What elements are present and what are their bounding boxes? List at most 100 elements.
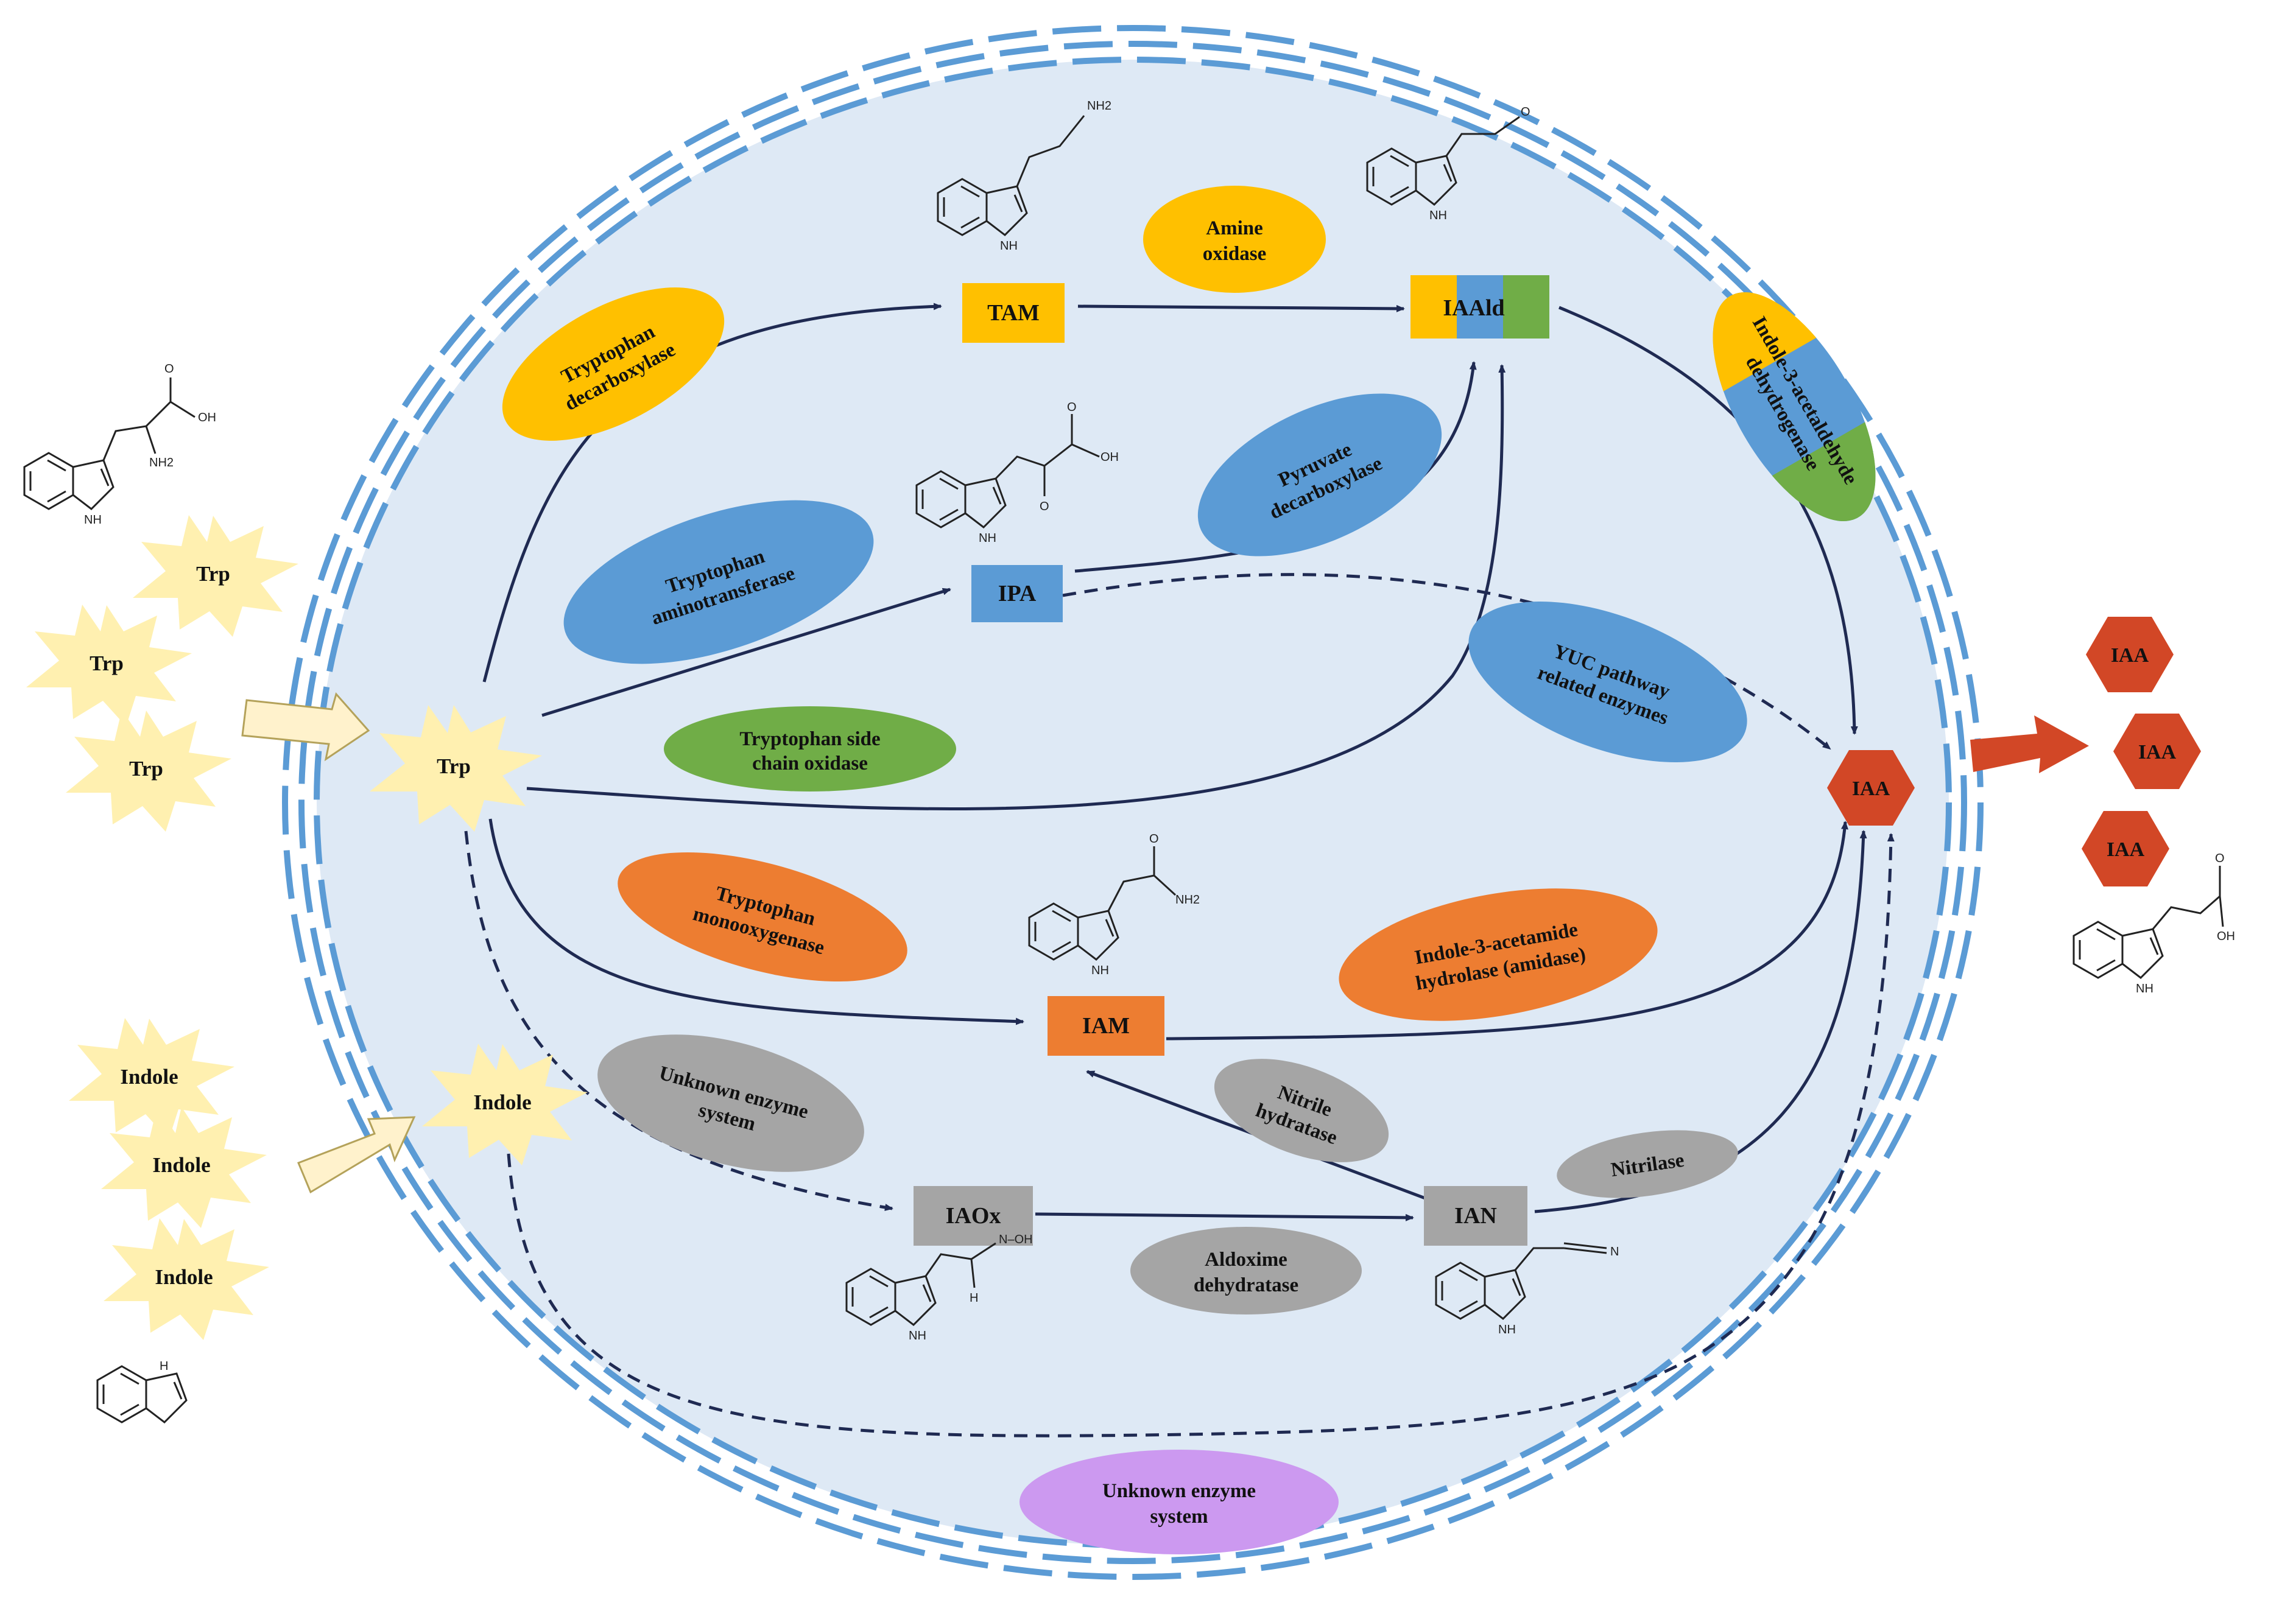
svg-text:Trp: Trp	[196, 562, 230, 586]
arrow-tam-to-iaald	[1077, 304, 1405, 312]
svg-text:OH: OH	[198, 411, 216, 424]
iaa-exported-3: IAA	[2082, 811, 2169, 886]
indole-node: Indole	[422, 1044, 588, 1165]
svg-text:IAN: IAN	[1454, 1203, 1497, 1229]
svg-text:Indole: Indole	[120, 1065, 178, 1089]
svg-text:NH: NH	[1429, 209, 1447, 222]
structure-indole-3-pyruvate: O O OH NH	[915, 401, 1119, 545]
trp-burst-3: Trp	[66, 710, 231, 832]
enzyme-pyruvate-decarboxylase: Pyruvatedecarboxylase	[1197, 393, 1442, 556]
trp-burst-1: Trp	[133, 515, 298, 637]
svg-text:Trp: Trp	[437, 754, 471, 778]
indole-burst-2: Indole	[101, 1106, 267, 1228]
iaox-node: IAOx	[914, 1186, 1033, 1246]
svg-text:Indole: Indole	[152, 1153, 210, 1177]
structure-tryptophan: O OH NH2 NH	[23, 362, 216, 527]
iam-node: IAM	[1048, 996, 1164, 1056]
svg-text:IAA: IAA	[2107, 838, 2145, 861]
structure-indole-3-acetamide: O NH2 NH	[1028, 832, 1200, 977]
structure-indole-3-acetaldehyde: O NH	[1366, 105, 1530, 222]
arrow-trp-to-ipa	[541, 588, 951, 717]
ian-node: IAN	[1424, 1186, 1527, 1246]
enzyme-tryptophan-aminotransferase: Tryptophanaminotransferase	[563, 500, 874, 664]
svg-text:O: O	[1149, 832, 1159, 846]
arrow-ian-to-iaa	[1534, 830, 1867, 1213]
svg-text:NH: NH	[2136, 982, 2153, 995]
indole-burst-1: Indole	[69, 1018, 234, 1140]
trp-node: Trp	[370, 705, 542, 832]
svg-text:IAA: IAA	[2111, 644, 2149, 667]
structure-tryptamine: NH2 NH	[937, 99, 1111, 253]
arrow-indole-to-iaa	[507, 833, 1895, 1437]
enzyme-iam-hydrolase: Indole-3-acetamidehydrolase (amidase)	[1339, 888, 1658, 1021]
tam-node: TAM	[962, 283, 1065, 343]
arrow-ipa-to-iaa-yuc	[1062, 573, 1831, 750]
enzyme-nitrilase: Nitrilase	[1557, 1130, 1738, 1198]
trp-burst-2: Trp	[26, 605, 192, 726]
enzyme-nitrile-hydratase: Nitrilehydratase	[1214, 1059, 1389, 1162]
svg-text:Unknown enzymesystem: Unknown enzymesystem	[1102, 1480, 1256, 1528]
arrow-trp-to-iaald-side-chain	[526, 364, 1506, 810]
structure-indole-3-acetonitrile: N NH	[1435, 1242, 1619, 1336]
indole-substrate-outside: Indole Indole Indole	[69, 1018, 269, 1340]
arrow-trp-to-iaox	[464, 830, 893, 1211]
enzyme-tryptophan-monooxygenase: Tryptophanmonooxygenase	[618, 852, 907, 982]
svg-text:IAOx: IAOx	[946, 1203, 1001, 1229]
iaa-node: IAA	[1827, 750, 1915, 826]
trp-substrate-outside: Trp Trp Trp	[26, 515, 298, 832]
ipa-node: IPA	[971, 565, 1063, 622]
svg-text:H: H	[160, 1360, 168, 1373]
svg-text:Trp: Trp	[90, 651, 124, 675]
indole-burst-3: Indole	[104, 1218, 269, 1340]
svg-text:NH: NH	[1091, 964, 1109, 977]
svg-text:H: H	[970, 1291, 978, 1305]
svg-text:IAAld: IAAld	[1443, 295, 1504, 321]
svg-text:NH: NH	[979, 532, 996, 545]
trp-uptake-arrow	[241, 692, 370, 762]
structure-indole-3-acetaldoxime: N–OH H NH	[845, 1233, 1033, 1342]
svg-text:O: O	[1040, 500, 1049, 513]
svg-text:IAM: IAM	[1082, 1013, 1130, 1039]
indole-uptake-arrow	[297, 1116, 416, 1194]
arrow-trp-to-iam	[488, 818, 1024, 1025]
structure-indole-3-acetic-acid: O OH NH	[2072, 852, 2235, 995]
svg-text:O: O	[1521, 105, 1530, 119]
svg-text:OH: OH	[1100, 451, 1119, 464]
svg-text:O: O	[2215, 852, 2225, 865]
svg-text:NH: NH	[1498, 1323, 1516, 1336]
enzyme-unknown-system-1: Unknown enzymesystem	[597, 1034, 864, 1172]
svg-text:Indole: Indole	[473, 1090, 531, 1114]
svg-text:NH: NH	[909, 1329, 926, 1342]
structure-indole: H	[96, 1360, 188, 1423]
svg-text:N: N	[1610, 1245, 1619, 1258]
arrow-iaox-to-ian	[1035, 1212, 1414, 1221]
svg-text:Trp: Trp	[129, 757, 163, 781]
iaa-exported-2: IAA	[2113, 714, 2201, 789]
svg-text:O: O	[1067, 401, 1077, 414]
cell-membrane	[282, 25, 1984, 1580]
svg-text:IAA: IAA	[2138, 741, 2177, 763]
iaa-exported-1: IAA	[2086, 617, 2174, 692]
svg-text:NH2: NH2	[1175, 893, 1200, 907]
svg-text:NH: NH	[84, 513, 102, 527]
svg-text:OH: OH	[2217, 930, 2235, 943]
svg-text:IAA: IAA	[1852, 777, 1890, 800]
svg-text:Indole: Indole	[155, 1265, 213, 1289]
svg-text:O: O	[164, 362, 174, 376]
enzyme-tryptophan-decarboxylase: Tryptophandecarboxylase	[502, 287, 725, 441]
svg-text:IPA: IPA	[998, 581, 1037, 606]
arrow-iam-to-iaa	[1166, 821, 1848, 1041]
svg-text:TAM: TAM	[987, 300, 1040, 326]
svg-text:N–OH: N–OH	[999, 1233, 1033, 1246]
svg-text:NH2: NH2	[149, 456, 174, 469]
enzyme-yuc-pathway: YUC pathwayrelated enzymes	[1468, 602, 1747, 762]
iaa-export-arrow	[1970, 715, 2089, 773]
